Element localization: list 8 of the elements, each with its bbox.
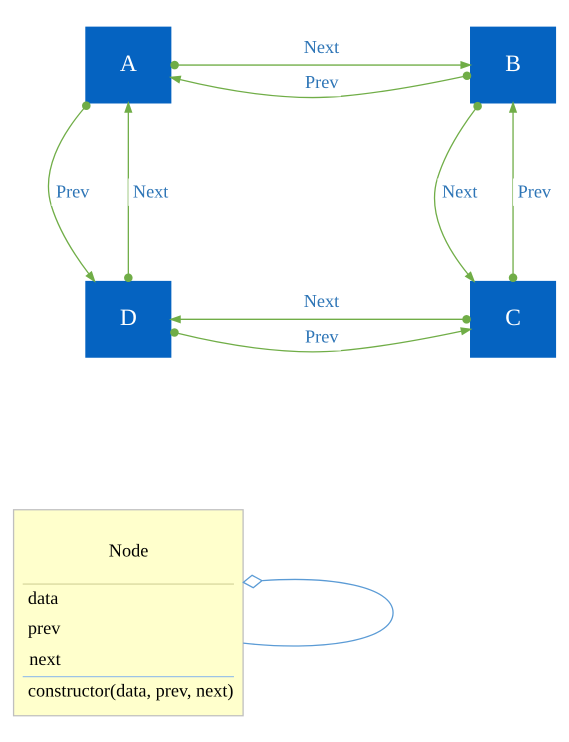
edge-label: Prev <box>518 181 552 202</box>
edge-label: Prev <box>305 326 338 346</box>
edge-label: Prev <box>56 181 90 202</box>
edge-label: Next <box>132 181 168 202</box>
edge-label: Prev <box>305 72 338 92</box>
edge-label: Next <box>304 290 340 311</box>
edge-label: Next <box>304 36 340 56</box>
edge-label: Next <box>442 181 478 202</box>
